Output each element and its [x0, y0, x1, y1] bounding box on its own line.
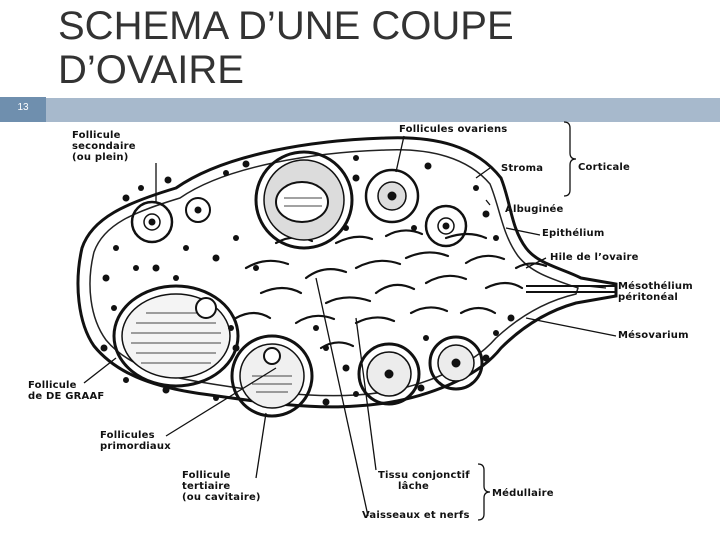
follicle-vesicular-top — [256, 152, 352, 248]
label-tertiaire-line3: (ou cavitaire) — [182, 492, 261, 503]
label-de-graaf-line1: Follicule — [28, 380, 104, 391]
label-primordiaux: Follicules primordiaux — [100, 430, 171, 452]
follicle-mid-right — [359, 344, 419, 404]
label-corticale: Corticale — [578, 162, 630, 173]
label-medullaire: Médullaire — [492, 488, 554, 499]
slide-number: 13 — [0, 102, 46, 113]
slide-title-line2: D’OVAIRE — [58, 48, 618, 92]
label-tertiaire-line2: tertiaire — [182, 481, 261, 492]
label-follicule-secondaire: Follicule secondaire (ou plein) — [72, 130, 136, 163]
label-mesothelium: Mésothélium péritonéal — [618, 281, 693, 303]
label-hile: Hile de l’ovaire — [550, 252, 639, 263]
label-stroma: Stroma — [501, 163, 543, 174]
follicle-tertiary — [232, 336, 312, 416]
follicle-graaf — [114, 286, 238, 386]
label-de-graaf-line2: de DE GRAAF — [28, 391, 104, 402]
label-follicule-secondaire-line3: (ou plein) — [72, 152, 136, 163]
slide-title-line1: SCHEMA D’UNE COUPE — [58, 4, 618, 48]
label-follicules-ovariens: Follicules ovariens — [399, 124, 507, 135]
label-follicule-secondaire-line1: Follicule — [72, 130, 136, 141]
label-follicule-secondaire-line2: secondaire — [72, 141, 136, 152]
label-mesovarium: Mésovarium — [618, 330, 689, 341]
label-mesothelium-line1: Mésothélium — [618, 281, 693, 292]
label-tertiaire-line1: Follicule — [182, 470, 261, 481]
label-epithelium: Epithélium — [542, 228, 605, 239]
label-tissu-line2: lâche — [378, 481, 470, 492]
label-tissu-conjonctif: Tissu conjonctif lâche — [378, 470, 470, 492]
label-de-graaf: Follicule de DE GRAAF — [28, 380, 104, 402]
ovary-diagram: Follicule secondaire (ou plein) Follicul… — [56, 118, 720, 540]
slide-number-box: 13 — [0, 97, 46, 122]
label-vaisseaux: Vaisseaux et nerfs — [362, 510, 470, 521]
label-primordiaux-line2: primordiaux — [100, 441, 171, 452]
label-tertiaire: Follicule tertiaire (ou cavitaire) — [182, 470, 261, 503]
label-tissu-line1: Tissu conjonctif — [378, 470, 470, 481]
label-primordiaux-line1: Follicules — [100, 430, 171, 441]
follicle-right — [430, 337, 482, 389]
label-albuginee: Albuginée — [505, 204, 564, 215]
label-mesothelium-line2: péritonéal — [618, 292, 693, 303]
slide-title: SCHEMA D’UNE COUPE D’OVAIRE — [58, 4, 618, 92]
